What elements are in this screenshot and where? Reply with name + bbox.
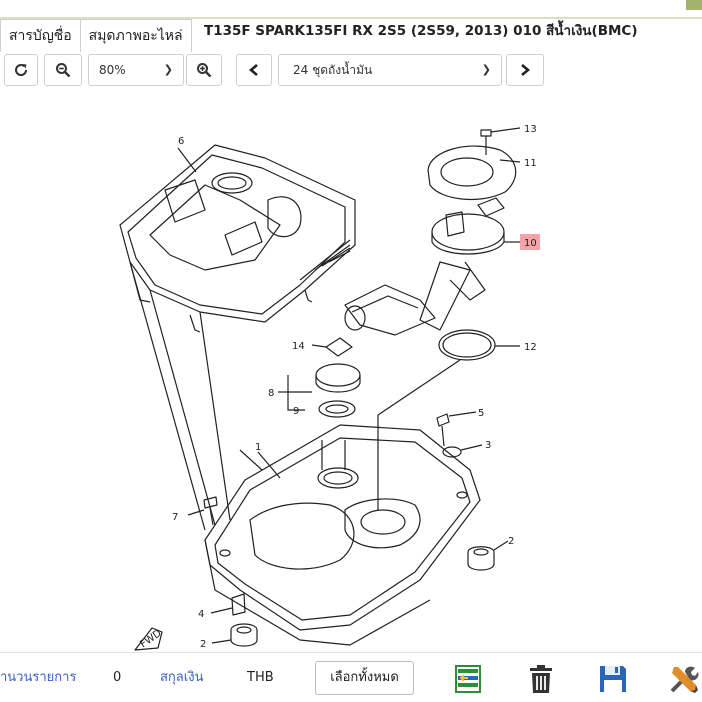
callout-12[interactable]: 12 bbox=[524, 342, 537, 353]
tab-parts-catalog[interactable]: สมุดภาพอะไหล่ bbox=[80, 19, 192, 52]
callout-3[interactable]: 3 bbox=[485, 440, 491, 451]
part-2-damper-left[interactable] bbox=[211, 623, 258, 647]
tab-index[interactable]: สารบัญชื่อ bbox=[0, 19, 81, 52]
callout-13[interactable]: 13 bbox=[524, 124, 537, 135]
chevron-left-icon bbox=[248, 64, 258, 76]
top-bar bbox=[0, 0, 702, 19]
callout-8[interactable]: 8 bbox=[268, 388, 274, 399]
top-accent bbox=[686, 0, 702, 10]
callout-11[interactable]: 11 bbox=[524, 158, 537, 169]
refresh-button[interactable] bbox=[4, 54, 38, 86]
part-6-bolt[interactable] bbox=[187, 496, 218, 526]
currency-value: THB bbox=[247, 670, 274, 685]
count-value: 0 bbox=[113, 670, 122, 685]
part-8-gear[interactable] bbox=[278, 363, 361, 393]
part-9-seal[interactable] bbox=[287, 392, 356, 418]
part-10-fuel-pump[interactable] bbox=[344, 197, 520, 336]
tab-bar: สารบัญชื่อ สมุดภาพอะไหล่ bbox=[0, 19, 192, 52]
count-label: านวนรายการ bbox=[0, 670, 77, 685]
exploded-view-svg: 6 13 11 10 12 14 8 9 5 3 1 7 2 4 2 FWD bbox=[119, 124, 540, 651]
part-3-washer[interactable] bbox=[442, 444, 483, 458]
callout-6[interactable]: 7 bbox=[172, 512, 178, 523]
currency-label: สกุลเงิน bbox=[160, 670, 204, 685]
section-value: 24 ชุดถังน้ำมัน bbox=[293, 63, 373, 77]
zoom-out-icon bbox=[56, 63, 71, 78]
part-12-oring[interactable] bbox=[377, 329, 520, 510]
callout-5[interactable]: 5 bbox=[478, 408, 484, 419]
callout-9[interactable]: 9 bbox=[293, 406, 299, 417]
footer-bar: านวนรายการ 0 สกุลเงิน THB เลือกทั้งหมด bbox=[0, 652, 702, 702]
part-5-bolt[interactable] bbox=[436, 411, 477, 447]
part-14-plate[interactable] bbox=[311, 337, 353, 357]
chevron-down-icon: ❯ bbox=[163, 63, 173, 76]
select-all-button[interactable]: เลือกทั้งหมด bbox=[315, 661, 414, 695]
toolbar: 80% ❯ 24 ชุดถังน้ำมัน ❯ bbox=[0, 54, 702, 88]
callout-4[interactable]: 4 bbox=[198, 609, 204, 620]
callout-2-left[interactable]: 2 bbox=[200, 639, 206, 650]
part-13-bolt[interactable] bbox=[480, 127, 521, 155]
fwd-arrow bbox=[134, 627, 163, 651]
callout-7[interactable]: 6 bbox=[178, 136, 184, 147]
part-4-collar[interactable] bbox=[210, 593, 246, 616]
parts-diagram[interactable]: 6 13 11 10 12 14 8 9 5 3 1 7 2 4 2 FWD bbox=[0, 95, 702, 652]
zoom-value: 80% bbox=[99, 63, 126, 77]
highlight-10 bbox=[520, 234, 540, 250]
part-2-damper-right[interactable] bbox=[467, 540, 509, 571]
callout-10[interactable]: 10 bbox=[524, 238, 537, 249]
part-7-cover[interactable] bbox=[119, 144, 356, 531]
trash-icon[interactable] bbox=[525, 663, 557, 695]
refresh-icon bbox=[15, 64, 28, 76]
next-section-button[interactable] bbox=[506, 54, 544, 86]
save-icon[interactable] bbox=[597, 663, 629, 695]
chevron-right-icon bbox=[521, 64, 531, 76]
page-title: T135F SPARK135FI RX 2S5 (2S59, 2013) 010… bbox=[204, 23, 638, 39]
section-select[interactable]: 24 ชุดถังน้ำมัน ❯ bbox=[278, 54, 502, 86]
zoom-in-icon bbox=[197, 63, 212, 78]
callout-2-right[interactable]: 2 bbox=[508, 536, 514, 547]
callout-14[interactable]: 14 bbox=[292, 341, 305, 352]
zoom-select[interactable]: 80% ❯ bbox=[88, 54, 184, 86]
prev-section-button[interactable] bbox=[236, 54, 272, 86]
part-1-fuel-tank[interactable] bbox=[204, 424, 481, 646]
part-11-gasket[interactable] bbox=[427, 145, 521, 201]
callout-1[interactable]: 1 bbox=[255, 442, 261, 453]
zoom-in-button[interactable] bbox=[186, 54, 222, 86]
chevron-down-icon: ❯ bbox=[481, 63, 491, 76]
zoom-out-button[interactable] bbox=[44, 54, 82, 86]
tools-icon[interactable] bbox=[668, 663, 700, 695]
cart-list-icon[interactable] bbox=[452, 663, 484, 695]
